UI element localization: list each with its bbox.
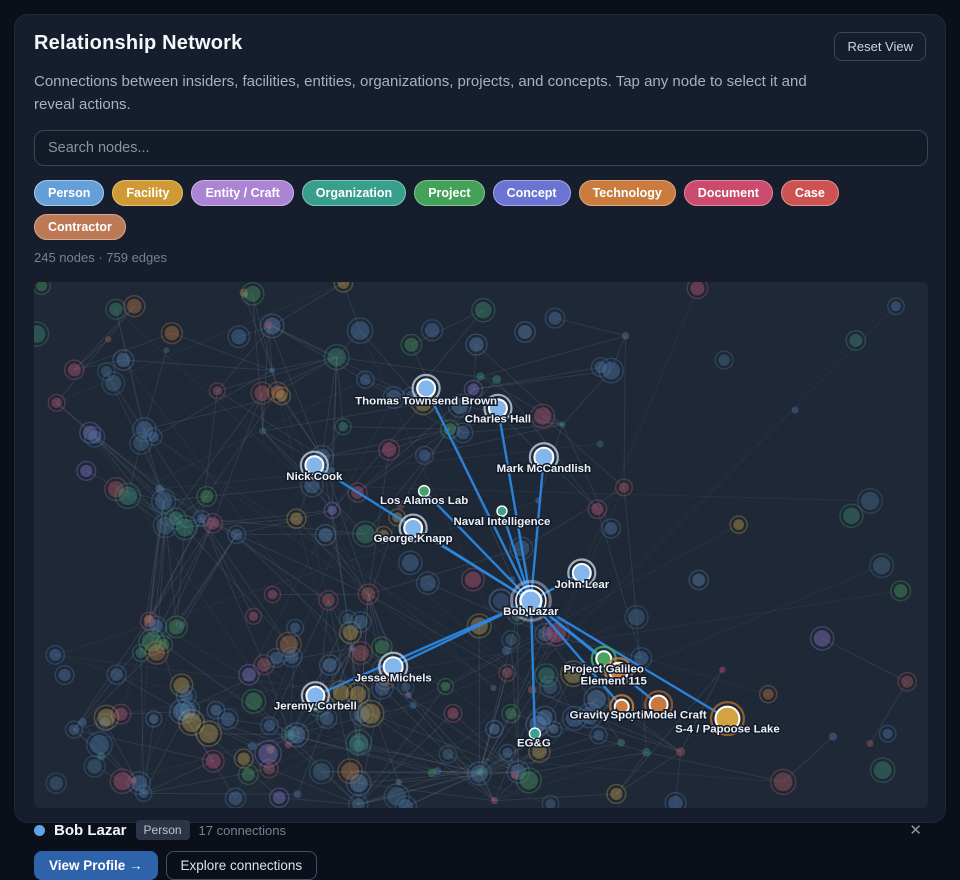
svg-text:Sport Model Craft: Sport Model Craft	[610, 710, 706, 722]
explore-connections-button[interactable]: Explore connections	[166, 851, 318, 880]
graph-node-naval-intelligence[interactable]	[497, 506, 507, 516]
reset-view-button[interactable]: Reset View	[834, 32, 926, 61]
svg-text:George Knapp: George Knapp	[374, 533, 453, 545]
panel-header: Relationship Network Reset View	[34, 32, 926, 61]
graph-stats: 245 nodes · 759 edges	[34, 250, 926, 265]
selected-node-name: Bob Lazar	[54, 822, 127, 839]
svg-text:Jesse Michels: Jesse Michels	[355, 673, 432, 685]
filter-pill-concept[interactable]: Concept	[493, 180, 571, 206]
svg-text:Naval Intelligence: Naval Intelligence	[454, 516, 551, 528]
filter-pill-organization[interactable]: Organization	[302, 180, 406, 206]
filter-pill-facility[interactable]: Facility	[112, 180, 183, 206]
selected-node-dot	[34, 825, 45, 836]
svg-text:Thomas Townsend Brown: Thomas Townsend Brown	[355, 395, 497, 407]
filter-pill-case[interactable]: Case	[781, 180, 839, 206]
category-filter-row: Person Facility Entity / Craft Organization…	[34, 180, 926, 240]
filter-pill-entity-craft[interactable]: Entity / Craft	[191, 180, 293, 206]
filter-pill-contractor[interactable]: Contractor	[34, 214, 126, 240]
svg-text:Nick Cook: Nick Cook	[286, 471, 343, 483]
svg-text:Element 115: Element 115	[581, 676, 648, 688]
svg-text:John Lear: John Lear	[554, 579, 609, 591]
svg-text:S-4 / Papoose Lake: S-4 / Papoose Lake	[675, 724, 780, 736]
filter-pill-technology[interactable]: Technology	[579, 180, 676, 206]
svg-text:Los Alamos Lab: Los Alamos Lab	[380, 495, 468, 507]
panel-description: Connections between insiders, facilities…	[34, 71, 844, 116]
selected-node-actions: View Profile → Explore connections	[34, 851, 926, 880]
search-input[interactable]	[34, 130, 928, 166]
svg-text:Mark McCandlish: Mark McCandlish	[497, 463, 591, 475]
filter-pill-person[interactable]: Person	[34, 180, 104, 206]
selected-node-bar: Bob Lazar Person 17 connections ✕	[34, 820, 926, 840]
selected-node-type-badge: Person	[136, 820, 190, 840]
relationship-network-panel: Relationship Network Reset View Connecti…	[14, 14, 946, 823]
filter-pill-project[interactable]: Project	[414, 180, 484, 206]
svg-text:Charles Hall: Charles Hall	[465, 413, 531, 425]
page-title: Relationship Network	[34, 32, 242, 55]
view-profile-button[interactable]: View Profile →	[34, 851, 158, 880]
svg-text:Bob Lazar: Bob Lazar	[503, 606, 559, 618]
selected-node-connections: 17 connections	[199, 823, 286, 838]
filter-pill-document[interactable]: Document	[684, 180, 773, 206]
svg-text:Project Galileo: Project Galileo	[564, 664, 644, 676]
svg-text:EG&G: EG&G	[517, 738, 551, 750]
svg-text:Jeremy Corbell: Jeremy Corbell	[274, 701, 357, 713]
